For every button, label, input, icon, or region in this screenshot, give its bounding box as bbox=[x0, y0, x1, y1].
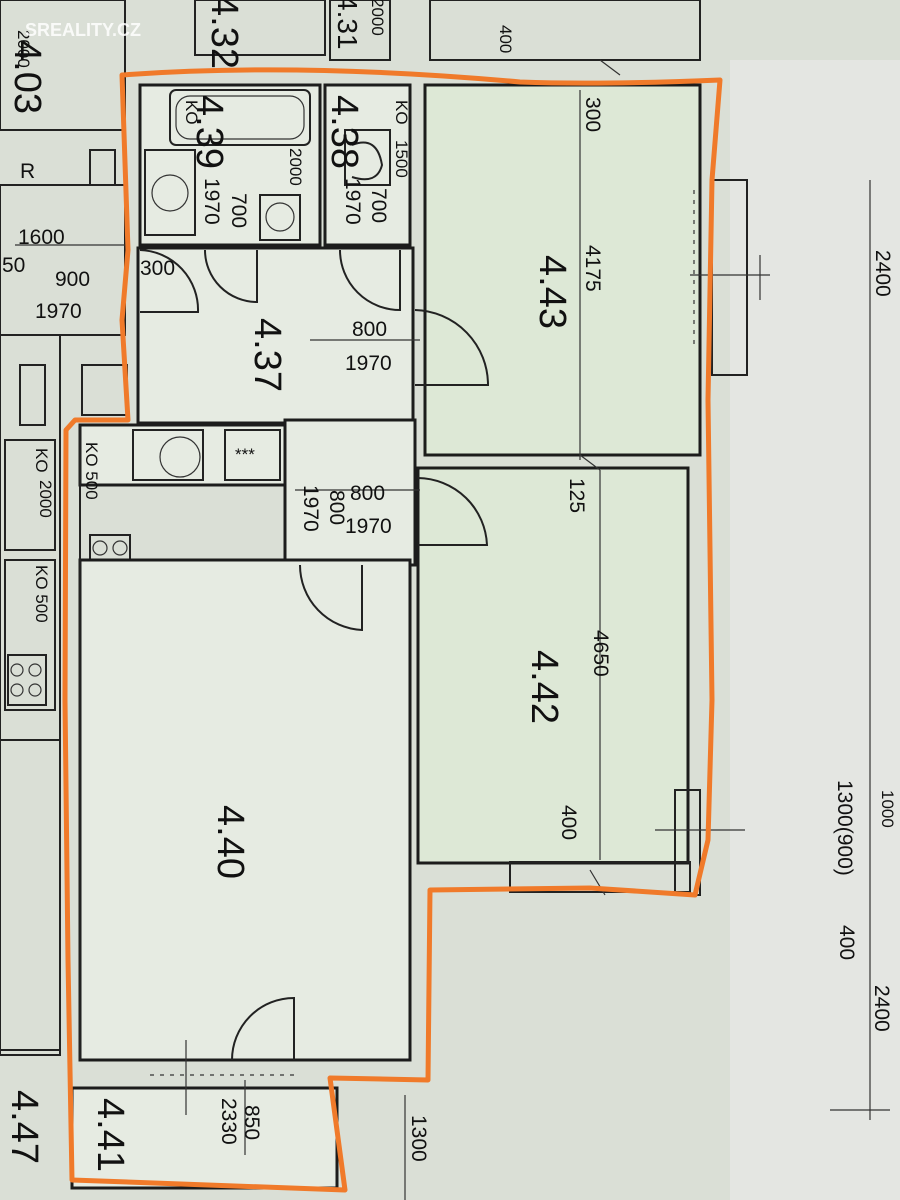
label-4-43: 4.43 bbox=[531, 255, 573, 329]
neighbour-units-left bbox=[0, 0, 128, 1056]
dim-1970-a: 1970 bbox=[345, 352, 392, 375]
dim-700-a: 700 bbox=[227, 193, 250, 228]
dim-1970-d: 1970 bbox=[35, 300, 82, 323]
door-swings bbox=[139, 249, 490, 1061]
label-4-47: 4.47 bbox=[3, 1090, 45, 1164]
dim-800-c: 800 bbox=[325, 490, 348, 525]
dim-1300: 1300 bbox=[407, 1115, 430, 1162]
label-4-31: 4.31 bbox=[332, 0, 363, 50]
ko-label-1: KO bbox=[182, 100, 201, 125]
washing-machine bbox=[259, 194, 301, 241]
dim-800-b: 800 bbox=[350, 482, 385, 505]
dim-125: 125 bbox=[565, 478, 588, 513]
dim-1970-c: 1970 bbox=[299, 485, 322, 532]
ko-label-4: KO bbox=[32, 448, 51, 473]
unit-outline bbox=[62, 67, 723, 1193]
dim-50: 50 bbox=[2, 254, 25, 277]
kitchen-counter bbox=[78, 423, 287, 487]
dim-1970-b: 1970 bbox=[345, 515, 392, 538]
room-4-38-wc bbox=[323, 83, 412, 247]
dim-2400-top: 2400 bbox=[871, 250, 894, 297]
neighbour-units-top bbox=[194, 0, 701, 61]
dim-1000: 1000 bbox=[878, 790, 897, 828]
label-4-32: 4.32 bbox=[203, 0, 245, 69]
dim-1970-e: 1970 bbox=[200, 178, 223, 225]
washbasin bbox=[144, 149, 196, 236]
dim-1300-900: 1300(900) bbox=[833, 780, 856, 876]
ko-label-5: KO 500 bbox=[32, 565, 51, 623]
dim-850: 850 bbox=[240, 1105, 263, 1140]
dim-2000-c: 2000 bbox=[14, 30, 33, 68]
dim-700-b: 700 bbox=[367, 188, 390, 223]
label-4-39: 4.39 bbox=[188, 95, 230, 169]
r-mark: R bbox=[20, 160, 35, 183]
dim-1970-f: 1970 bbox=[341, 178, 364, 225]
paper-right-area bbox=[730, 60, 900, 1200]
dim-4175: 4175 bbox=[581, 245, 604, 292]
room-4-40-living bbox=[78, 558, 412, 1062]
dim-300-top: 300 bbox=[581, 97, 604, 132]
dim-900: 900 bbox=[55, 268, 90, 291]
dim-400-top: 400 bbox=[496, 25, 515, 53]
label-4-03: 4.03 bbox=[6, 40, 48, 114]
dim-1500: 1500 bbox=[392, 140, 411, 178]
dim-4650: 4650 bbox=[589, 630, 612, 677]
dim-2000-a: 2000 bbox=[286, 148, 305, 186]
dim-2330: 2330 bbox=[217, 1098, 240, 1145]
label-4-41: 4.41 bbox=[89, 1098, 131, 1172]
dim-800-a: 800 bbox=[352, 318, 387, 341]
dim-2000-d: 2000 bbox=[368, 0, 387, 36]
room-4-42-bedroom bbox=[416, 466, 690, 865]
label-4-42: 4.42 bbox=[523, 650, 565, 724]
dim-2400-bottom: 2400 bbox=[870, 985, 893, 1032]
room-4-43-bedroom bbox=[423, 83, 702, 457]
dim-1600: 1600 bbox=[18, 226, 65, 249]
svg-text:***: *** bbox=[235, 445, 255, 464]
ko-label-3: KO 500 bbox=[82, 442, 101, 500]
dim-400: 400 bbox=[557, 805, 580, 840]
dim-2000-b: 2000 bbox=[36, 480, 55, 518]
room-4-37-hallway bbox=[136, 246, 415, 425]
label-4-38: 4.38 bbox=[323, 95, 365, 169]
bathtub bbox=[169, 89, 311, 146]
watermark: SREALITY.CZ bbox=[25, 20, 141, 40]
dim-300-b: 300 bbox=[140, 257, 175, 280]
ko-label-2: KO bbox=[392, 100, 411, 125]
label-4-37: 4.37 bbox=[246, 318, 288, 392]
dim-400-right: 400 bbox=[835, 925, 858, 960]
label-4-40: 4.40 bbox=[209, 805, 251, 879]
toilet bbox=[344, 129, 391, 186]
